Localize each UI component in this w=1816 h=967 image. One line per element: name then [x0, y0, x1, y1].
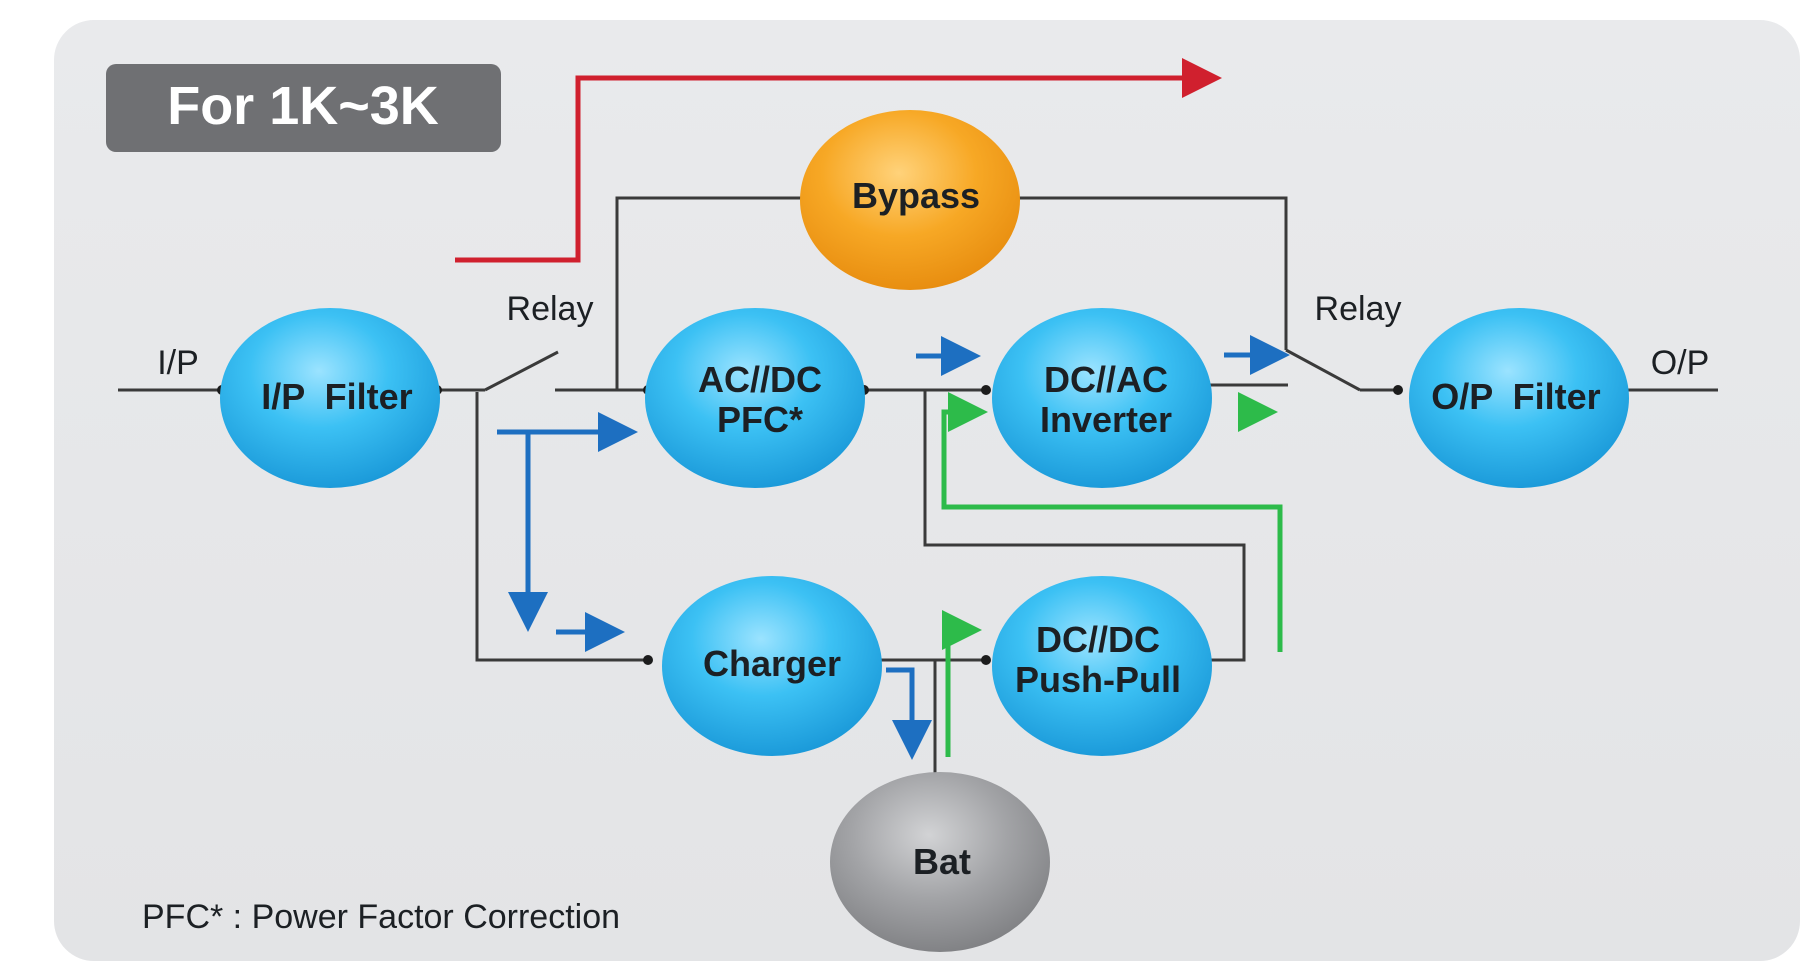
acdc-pfc-label-line2: PFC*: [717, 399, 803, 440]
output-label: O/P: [1651, 344, 1710, 382]
bypass-path-arrow: [455, 58, 1222, 263]
dcac-inverter-label-line1: DC//AC: [1044, 359, 1168, 400]
op-filter-node: O/P Filter: [1409, 308, 1629, 488]
background-panel: [50, 16, 1804, 965]
input-label: I/P: [157, 344, 199, 382]
footnote: PFC* : Power Factor Correction: [142, 898, 620, 936]
dcdc-pushpull-node: DC//DC Push-Pull: [992, 576, 1212, 756]
battery-label: Bat: [913, 841, 971, 882]
ip-filter-label: I/P Filter: [261, 376, 412, 417]
ip-filter-node: I/P Filter: [220, 308, 440, 488]
title-badge-text: For 1K~3K: [167, 76, 439, 136]
bypass-label: Bypass: [852, 175, 980, 216]
title-badge: For 1K~3K: [106, 64, 501, 152]
bypass-node: Bypass: [800, 110, 1020, 290]
input-relay-label: Relay: [507, 290, 594, 328]
acdc-pfc-label-line1: AC//DC: [698, 359, 822, 400]
op-filter-label: O/P Filter: [1431, 376, 1600, 417]
dcdc-pushpull-label-line1: DC//DC: [1036, 619, 1160, 660]
dcdc-pushpull-label-line2: Push-Pull: [1015, 659, 1181, 700]
output-relay-label: Relay: [1315, 290, 1402, 328]
battery-path-arrows: [941, 392, 1283, 757]
acdc-pfc-node: AC//DC PFC*: [645, 308, 865, 488]
battery-node: Bat: [830, 772, 1050, 952]
wiring: [118, 196, 1718, 795]
normal-path-arrows: [497, 335, 1290, 760]
dcac-inverter-node: DC//AC Inverter: [992, 308, 1212, 488]
charger-label: Charger: [703, 643, 841, 684]
charger-node: Charger: [662, 576, 882, 756]
dcac-inverter-label-line2: Inverter: [1040, 399, 1172, 440]
